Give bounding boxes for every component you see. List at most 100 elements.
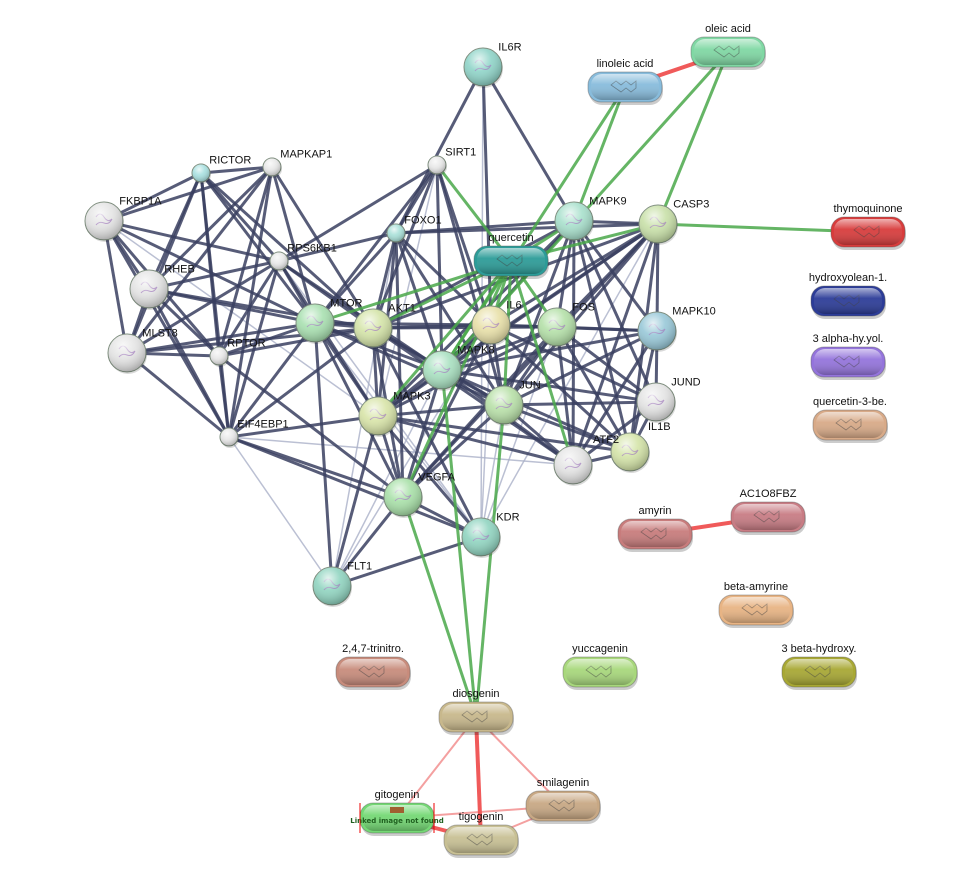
compound-node-linoleic-acid[interactable] [587,71,663,105]
edge-rptor-eif4ebp1[interactable] [217,355,231,438]
edge-mapk9-il1b[interactable] [572,220,632,453]
edge-compound-protein-diosgenin-jun[interactable] [474,404,506,718]
compound-node-thymoquinone[interactable] [830,216,906,250]
protein-node-mapk3[interactable] [358,396,398,437]
edge-mapk9-jund[interactable] [572,220,658,403]
edge-compound-protein-quercetin-mapk3[interactable] [376,260,513,417]
edge-fos-mapk8[interactable] [441,325,558,372]
edge-kdr-flt1[interactable] [331,535,482,588]
edge-foxo1-mtor[interactable] [313,231,398,325]
protein-node-il6r[interactable] [463,47,503,88]
edge-jun-il1b[interactable] [503,403,631,454]
protein-node-mapk8[interactable] [422,350,462,391]
compound-node-quercetin3be[interactable] [812,409,888,443]
edge-mapk8-il1b[interactable] [441,368,631,454]
edge-mapkap1-eif4ebp1[interactable] [227,166,274,438]
edge-rheb-rps6kb1[interactable] [148,259,280,291]
edge-rps6kb1-foxo1[interactable] [278,231,397,263]
edge-akt1-eif4ebp1[interactable] [228,326,374,439]
protein-node-rps6kb1[interactable] [269,251,289,272]
edge-sirt1-mapk8[interactable] [435,164,444,371]
protein-node-kdr[interactable] [461,517,501,558]
edge-mapkap1-rheb[interactable] [147,165,274,291]
edge-rptor-akt1[interactable] [218,326,374,358]
edge-foxo1-vegfa[interactable] [394,232,405,498]
edge-light-casp3-kdr[interactable] [480,223,659,538]
edge-light-sirt1-mapk3[interactable] [377,164,438,417]
compound-node-3beta[interactable] [781,656,857,690]
edge-foxo1-mapk8[interactable] [394,232,444,371]
compound-node-quercetin[interactable] [473,245,549,279]
edge-light-fos-kdr[interactable] [480,326,558,538]
edge-jun-jund[interactable] [503,400,657,407]
edge-rheb-eif4ebp1[interactable] [147,288,231,438]
protein-node-rictor[interactable] [191,163,211,184]
edge-light-mapk8-flt1[interactable] [331,369,443,587]
edge-compound-protein-diosgenin-mapk8[interactable] [440,369,478,718]
edge-il6r-foxo1[interactable] [394,66,485,234]
edge-sirt1-mtor[interactable] [313,164,439,324]
protein-node-fkbp1a[interactable] [84,201,124,242]
protein-node-mapk9[interactable] [554,201,594,242]
edge-compound-protein-quercetin-atf2[interactable] [509,260,575,466]
edge-mapk3-atf2[interactable] [377,414,574,467]
edge-mapkap1-mlst8[interactable] [125,166,274,354]
edge-compound-light-diosgenin-gitogenin[interactable] [396,716,477,819]
edge-mapk8-vegfa[interactable] [401,369,444,498]
protein-node-eif4ebp1[interactable] [219,427,239,448]
edge-rptor-rps6kb1[interactable] [217,260,281,357]
protein-node-jund[interactable] [636,382,676,423]
edge-jun-casp3[interactable] [502,223,660,406]
edge-mtor-eif4ebp1[interactable] [227,322,317,438]
edge-jun-mapk10[interactable] [503,329,658,407]
protein-node-sirt1[interactable] [427,155,447,176]
edge-foxo1-il6[interactable] [394,231,493,327]
protein-node-mapkap1[interactable] [262,157,282,178]
compound-node-smilagenin[interactable] [525,790,601,824]
edge-mapk10-atf2[interactable] [571,330,659,466]
edge-rictor-mapkap1[interactable] [200,165,273,175]
edge-light-eif4ebp1-flt1[interactable] [228,436,333,587]
edge-sirt1-foxo1[interactable] [394,164,439,234]
protein-node-fos[interactable] [537,307,577,348]
protein-node-mlst8[interactable] [107,333,147,374]
edge-mapk9-atf2[interactable] [571,220,576,466]
edge-fkbp1a-mtor[interactable] [103,219,316,325]
edge-mapk3-eif4ebp1[interactable] [228,414,379,439]
edge-il6r-mapk9[interactable] [481,66,576,222]
edge-mtor-vegfa[interactable] [313,322,405,498]
compound-node-oleic-acid[interactable] [690,36,766,70]
edge-rptor-vegfa[interactable] [218,354,404,499]
edge-rictor-akt1[interactable] [199,171,375,330]
edge-mtor-flt1[interactable] [313,322,334,587]
edge-sirt1-rps6kb1[interactable] [278,163,438,263]
compound-node-yuccagenin[interactable] [562,656,638,690]
edge-mapk3-flt1[interactable] [330,415,380,587]
edge-mapkap1-fkbp1a[interactable] [103,165,273,223]
protein-node-mapk10[interactable] [637,311,677,352]
edge-mapk3-il1b[interactable] [377,414,631,454]
compound-node-beta-amyrine[interactable] [718,594,794,628]
edge-mlst8-eif4ebp1[interactable] [126,351,230,439]
edge-light-jun-kdr[interactable] [480,404,505,538]
compound-node-hydroxyolean[interactable] [810,285,886,319]
protein-node-rheb[interactable] [129,269,169,310]
protein-node-casp3[interactable] [638,204,678,245]
edge-rps6kb1-eif4ebp1[interactable] [227,260,281,438]
edge-mapk3-casp3[interactable] [377,222,659,418]
edge-rictor-mlst8[interactable] [125,172,203,354]
edge-mapkap1-rptor[interactable] [217,166,274,357]
protein-node-rptor[interactable] [209,346,229,367]
edge-sirt1-jun[interactable] [435,164,506,406]
edge-mlst8-mtor[interactable] [126,321,316,355]
edge-fkbp1a-mlst8[interactable] [102,220,129,354]
edge-rictor-rps6kb1[interactable] [199,172,281,262]
edge-casp3-vegfa[interactable] [401,222,660,499]
edge-compound-protein-linoleic-acid-mapk9[interactable] [572,86,627,222]
protein-node-mtor[interactable] [295,303,335,344]
protein-node-il1b[interactable] [610,432,650,473]
compound-node-diosgenin[interactable] [438,701,514,735]
edge-compound-protein-diosgenin-vegfa[interactable] [401,496,478,718]
edge-mapkap1-akt1[interactable] [270,166,375,329]
compound-node-3alpha[interactable] [810,346,886,380]
